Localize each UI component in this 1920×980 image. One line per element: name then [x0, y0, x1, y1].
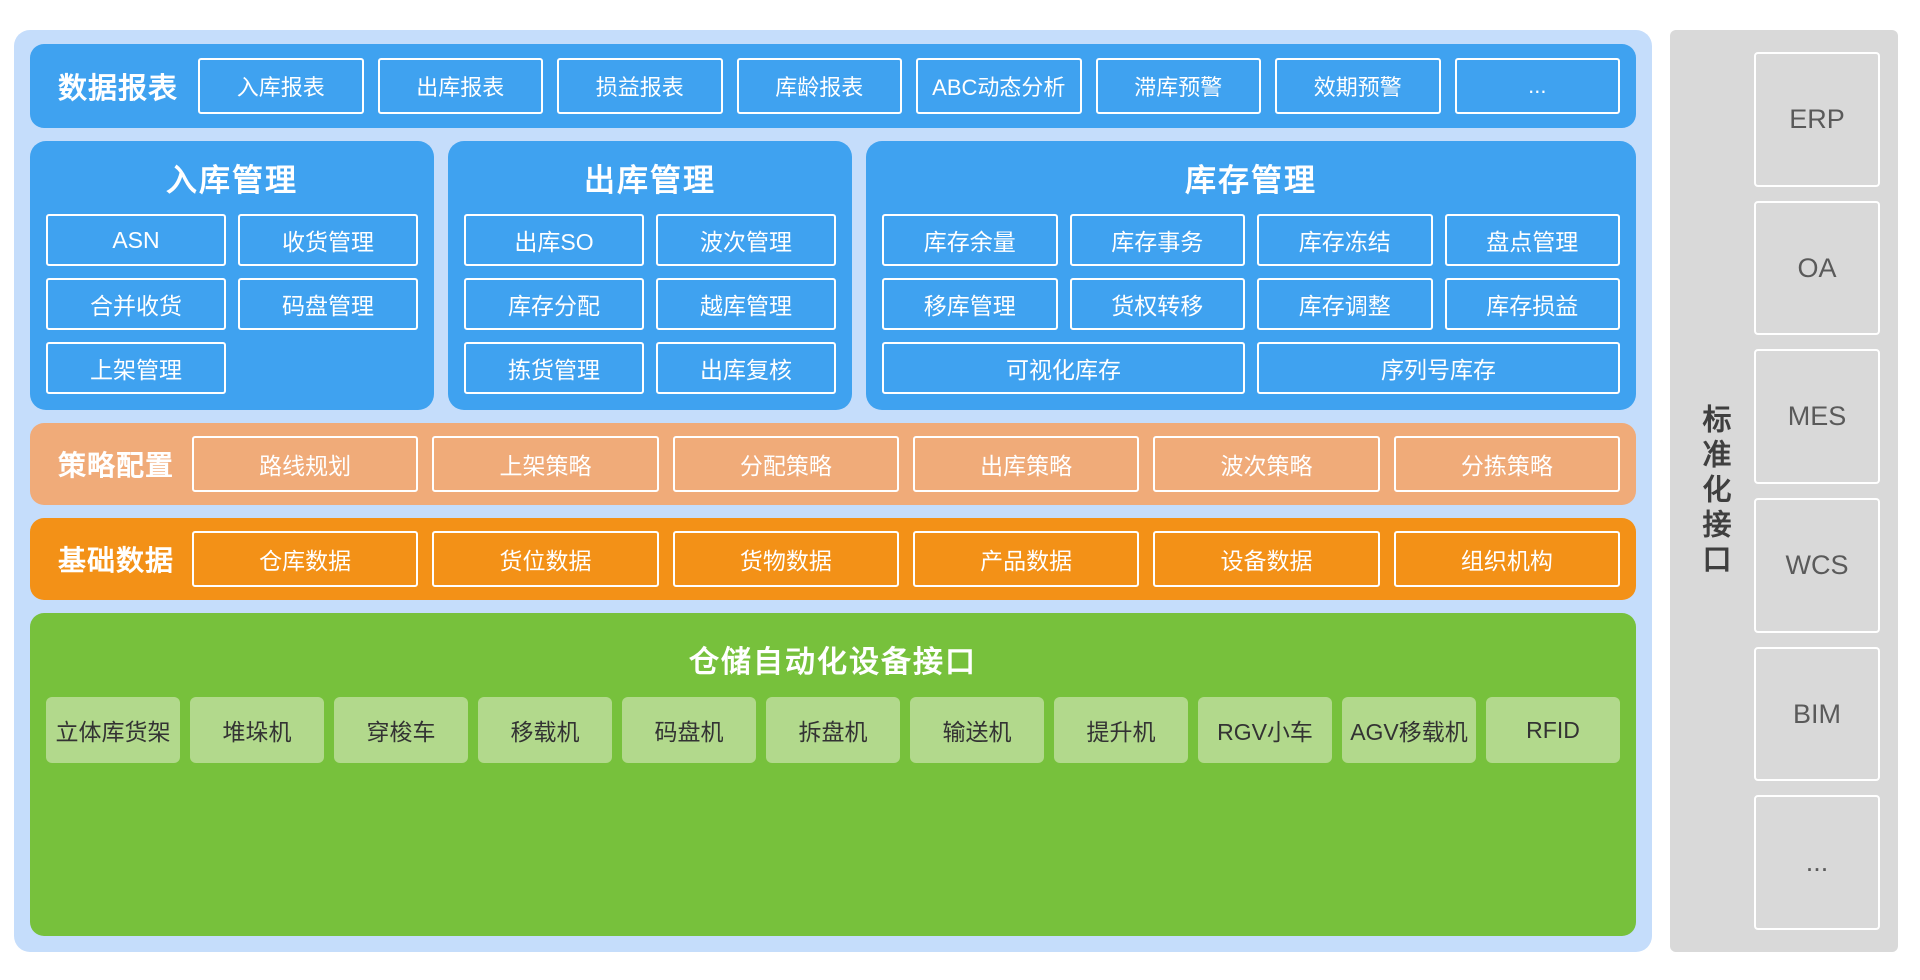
equipment-chip-conveyor[interactable]: 输送机 [910, 697, 1044, 763]
standard-interface-sidebar: 标准化接口 ERP OA MES WCS BIM ... [1670, 30, 1898, 952]
inventory-chip-ownership-transfer[interactable]: 货权转移 [1069, 278, 1245, 330]
outbound-management-block: 出库管理 出库SO 波次管理 库存分配 越库管理 拣货管理 出库复核 [448, 141, 852, 410]
report-chip-abc-analysis[interactable]: ABC动态分析 [916, 58, 1082, 114]
basic-chip-product[interactable]: 产品数据 [913, 531, 1140, 587]
wms-main-panel: 数据报表 入库报表 出库报表 损益报表 库龄报表 ABC动态分析 滞库预警 效期… [14, 30, 1652, 952]
inbound-chip-receiving[interactable]: 收货管理 [238, 214, 418, 266]
equipment-chip-depalletizer[interactable]: 拆盘机 [766, 697, 900, 763]
equipment-grid: 立体库货架 堆垛机 穿梭车 移载机 码盘机 拆盘机 输送机 提升机 RGV小车 … [46, 697, 1620, 763]
inventory-chip-stocktake[interactable]: 盘点管理 [1444, 214, 1620, 266]
inventory-chip-visual-stock[interactable]: 可视化库存 [882, 342, 1245, 394]
equipment-chip-rfid[interactable]: RFID [1486, 697, 1620, 763]
inventory-management-title: 库存管理 [1185, 163, 1317, 198]
equipment-chip-lifter[interactable]: 提升机 [1054, 697, 1188, 763]
policy-band: 策略配置 路线规划 上架策略 分配策略 出库策略 波次策略 分拣策略 [30, 423, 1636, 505]
inbound-management-grid: ASN 收货管理 合并收货 码盘管理 上架管理 [46, 214, 418, 394]
outbound-chip-so[interactable]: 出库SO [464, 214, 644, 266]
inbound-chip-palletizing[interactable]: 码盘管理 [238, 278, 418, 330]
equipment-chip-shuttle[interactable]: 穿梭车 [334, 697, 468, 763]
policy-band-title: 策略配置 [58, 450, 175, 481]
policy-chip-sorting[interactable]: 分拣策略 [1393, 436, 1620, 492]
inbound-management-title: 入库管理 [166, 163, 298, 198]
equipment-chip-transfer-machine[interactable]: 移载机 [478, 697, 612, 763]
sidebar-item-mes[interactable]: MES [1754, 349, 1880, 485]
inbound-chip-asn[interactable]: ASN [46, 214, 226, 266]
outbound-chip-wave[interactable]: 波次管理 [656, 214, 836, 266]
report-chip-more[interactable]: ... [1454, 58, 1621, 114]
outbound-chip-picking[interactable]: 拣货管理 [464, 342, 644, 394]
sidebar-items-list: ERP OA MES WCS BIM ... [1754, 52, 1880, 931]
basic-chip-equipment[interactable]: 设备数据 [1153, 531, 1380, 587]
outbound-chip-recheck[interactable]: 出库复核 [656, 342, 836, 394]
outbound-management-title: 出库管理 [584, 163, 716, 198]
sidebar-item-wcs[interactable]: WCS [1754, 498, 1880, 633]
outbound-chip-crossdock[interactable]: 越库管理 [656, 278, 836, 330]
report-chip-outbound[interactable]: 出库报表 [377, 58, 544, 114]
sidebar-item-erp[interactable]: ERP [1754, 52, 1880, 187]
equipment-interface-title: 仓储自动化设备接口 [689, 646, 977, 679]
basic-data-band: 基础数据 仓库数据 货位数据 货物数据 产品数据 设备数据 组织机构 [30, 518, 1636, 600]
reports-band-title: 数据报表 [58, 73, 179, 105]
inventory-chip-profit-loss[interactable]: 库存损益 [1444, 278, 1620, 330]
policy-chip-allocation[interactable]: 分配策略 [672, 436, 899, 492]
inbound-management-block: 入库管理 ASN 收货管理 合并收货 码盘管理 上架管理 [30, 141, 434, 410]
inventory-chip-adjustment[interactable]: 库存调整 [1257, 278, 1433, 330]
inventory-chip-freeze[interactable]: 库存冻结 [1257, 214, 1433, 266]
inbound-chip-putaway[interactable]: 上架管理 [46, 342, 226, 394]
sidebar-item-oa[interactable]: OA [1754, 200, 1880, 336]
policy-chip-outbound[interactable]: 出库策略 [913, 436, 1140, 492]
report-chip-profit-loss[interactable]: 损益报表 [557, 58, 723, 114]
basic-chip-location[interactable]: 货位数据 [432, 531, 659, 587]
equipment-chip-agv[interactable]: AGV移载机 [1342, 697, 1476, 763]
outbound-chip-allocation[interactable]: 库存分配 [464, 278, 644, 330]
inventory-management-block: 库存管理 库存余量 库存事务 库存冻结 盘点管理 移库管理 货权转移 库存调整 … [866, 141, 1636, 410]
inventory-chip-move[interactable]: 移库管理 [882, 278, 1058, 330]
basic-chip-warehouse[interactable]: 仓库数据 [192, 531, 419, 587]
basic-data-band-title: 基础数据 [58, 545, 175, 576]
sidebar-vertical-label: 标准化接口 [1698, 403, 1730, 579]
equipment-interface-band: 仓储自动化设备接口 立体库货架 堆垛机 穿梭车 移载机 码盘机 拆盘机 输送机 … [30, 613, 1636, 936]
outbound-management-grid: 出库SO 波次管理 库存分配 越库管理 拣货管理 出库复核 [464, 214, 836, 394]
report-chip-expiry-alert[interactable]: 效期预警 [1275, 58, 1441, 114]
report-chip-stock-age[interactable]: 库龄报表 [736, 58, 903, 114]
policy-chip-wave[interactable]: 波次策略 [1153, 436, 1380, 492]
inventory-management-grid: 库存余量 库存事务 库存冻结 盘点管理 移库管理 货权转移 库存调整 库存损益 … [882, 214, 1620, 394]
reports-band: 数据报表 入库报表 出库报表 损益报表 库龄报表 ABC动态分析 滞库预警 效期… [30, 44, 1636, 128]
inventory-chip-transaction[interactable]: 库存事务 [1069, 214, 1245, 266]
management-row: 入库管理 ASN 收货管理 合并收货 码盘管理 上架管理 出库管理 出库SO 波… [30, 141, 1636, 410]
inbound-grid-spacer [238, 342, 418, 394]
equipment-chip-asrs-rack[interactable]: 立体库货架 [46, 697, 180, 763]
equipment-chip-rgv[interactable]: RGV小车 [1198, 697, 1332, 763]
basic-chip-goods[interactable]: 货物数据 [672, 531, 899, 587]
policy-chip-putaway[interactable]: 上架策略 [432, 436, 659, 492]
sidebar-item-bim[interactable]: BIM [1754, 646, 1880, 782]
equipment-chip-stacker-crane[interactable]: 堆垛机 [190, 697, 324, 763]
inventory-chip-serial-stock[interactable]: 序列号库存 [1257, 342, 1620, 394]
policy-chip-route-planning[interactable]: 路线规划 [192, 436, 419, 492]
basic-chip-organization[interactable]: 组织机构 [1393, 531, 1620, 587]
inbound-chip-merge-receiving[interactable]: 合并收货 [46, 278, 226, 330]
sidebar-item-more[interactable]: ... [1754, 795, 1880, 931]
report-chip-slow-moving-alert[interactable]: 滞库预警 [1095, 58, 1262, 114]
equipment-chip-palletizer[interactable]: 码盘机 [622, 697, 756, 763]
report-chip-inbound[interactable]: 入库报表 [198, 58, 364, 114]
inventory-chip-balance[interactable]: 库存余量 [882, 214, 1058, 266]
